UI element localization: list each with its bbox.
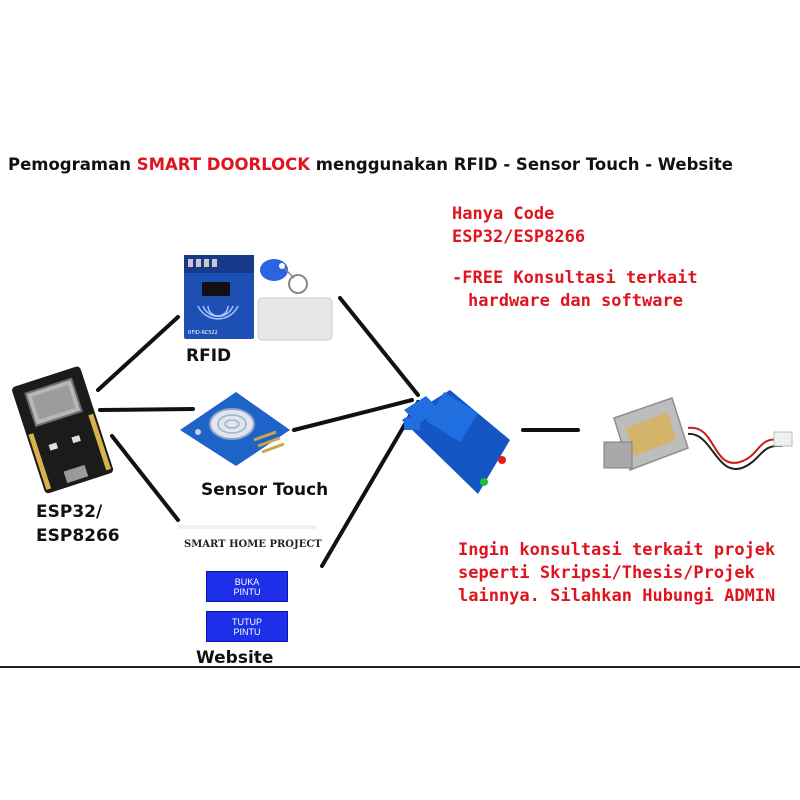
wire-esp-touch	[98, 407, 195, 412]
wire-touch-relay	[292, 398, 414, 432]
close-door-button-label: TUTUP PINTU	[232, 616, 262, 637]
wire-esp-website	[110, 434, 180, 522]
bottom-divider	[0, 666, 800, 668]
consult-line1: Ingin konsultasi terkait projek	[458, 540, 776, 560]
close-door-button[interactable]: TUTUP PINTU	[206, 611, 288, 642]
esp-label: ESP32/ ESP8266	[36, 500, 120, 548]
solenoid-lock-image	[603, 397, 793, 471]
rfid-board-text: RFID-RC522	[188, 330, 218, 336]
title-suffix: menggunakan RFID - Sensor Touch - Websit…	[310, 155, 733, 174]
rfid-label: RFID	[186, 346, 232, 366]
wire-website-relay	[320, 400, 420, 568]
consult-line2: seperti Skripsi/Thesis/Projek	[458, 563, 755, 583]
rfid-card-image	[257, 297, 333, 341]
website-mockup: SMART HOME PROJECT BUKA PINTU TUTUP PINT…	[178, 525, 322, 645]
website-topbar	[178, 525, 316, 529]
open-door-button[interactable]: BUKA PINTU	[206, 571, 288, 602]
title-highlight: SMART DOORLOCK	[136, 155, 311, 174]
consult-line3: lainnya. Silahkan Hubungi ADMIN	[458, 586, 776, 606]
free-consult-line2: hardware dan software	[468, 291, 683, 311]
esp-code-line: ESP32/ESP8266	[452, 227, 586, 247]
touch-sensor-image	[180, 392, 290, 466]
wire-esp-rfid	[96, 315, 180, 392]
code-only-line: Hanya Code	[452, 204, 555, 224]
relay-module-image	[402, 390, 510, 494]
connection-wires	[96, 296, 580, 568]
website-label: Website	[196, 648, 274, 668]
title-prefix: Pemograman	[8, 155, 137, 174]
page-title: Pemograman SMART DOORLOCK menggunakan RF…	[8, 155, 798, 174]
esp-label-line1: ESP32/	[36, 502, 103, 522]
wire-rfid-relay	[338, 296, 420, 397]
code-only-note: Hanya Code ESP32/ESP8266	[452, 203, 585, 249]
free-consult-line1: -FREE Konsultasi terkait	[452, 268, 698, 288]
esp32-board-image	[12, 366, 114, 494]
website-title: SMART HOME PROJECT	[184, 539, 322, 550]
consult-admin-note: Ingin konsultasi terkait projek seperti …	[458, 539, 775, 608]
rfid-keyfob-image	[260, 259, 308, 294]
sensor-touch-label: Sensor Touch	[201, 480, 329, 500]
free-consult-note: -FREE Konsultasi terkait hardware dan so…	[452, 267, 698, 313]
rfid-reader-image	[184, 255, 333, 341]
open-door-button-label: BUKA PINTU	[233, 576, 261, 597]
esp-label-line2: ESP8266	[36, 526, 120, 546]
